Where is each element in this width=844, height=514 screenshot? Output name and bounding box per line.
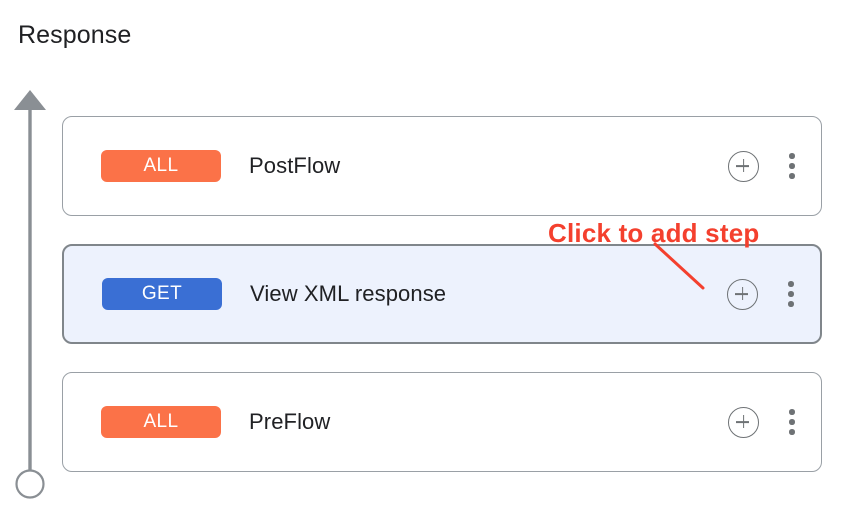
method-badge: GET <box>102 278 222 310</box>
method-badge: ALL <box>101 406 221 438</box>
more-dot <box>788 301 794 307</box>
row-actions <box>728 406 803 438</box>
more-dot <box>789 173 795 179</box>
more-dot <box>789 409 795 415</box>
more-vertical-icon[interactable] <box>781 151 803 181</box>
annotation-label: Click to add step <box>548 218 760 248</box>
up-arrow-icon <box>14 90 46 470</box>
page-title: Response <box>18 21 132 49</box>
plus-circle-icon[interactable] <box>727 278 758 310</box>
flow-name-label: View XML response <box>250 281 447 306</box>
table-row[interactable]: GET View XML response <box>62 244 822 344</box>
flow-name-label: PostFlow <box>249 153 341 178</box>
more-dot <box>789 163 795 169</box>
table-row[interactable]: ALL PostFlow <box>62 116 822 216</box>
hollow-circle-icon <box>15 469 45 499</box>
row-actions <box>728 150 803 182</box>
flow-direction-axis <box>0 80 62 514</box>
more-dot <box>789 419 795 425</box>
flow-row-list: ALL PostFlow GET View XML response ALL P… <box>62 116 824 472</box>
method-badge: ALL <box>101 150 221 182</box>
more-dot <box>789 153 795 159</box>
more-vertical-icon[interactable] <box>780 279 802 309</box>
row-actions <box>727 278 802 310</box>
more-dot <box>789 429 795 435</box>
table-row[interactable]: ALL PreFlow <box>62 372 822 472</box>
more-dot <box>788 281 794 287</box>
plus-circle-icon[interactable] <box>728 150 759 182</box>
plus-circle-icon[interactable] <box>728 406 759 438</box>
more-vertical-icon[interactable] <box>781 407 803 437</box>
flow-axis-svg <box>14 90 46 499</box>
more-dot <box>788 291 794 297</box>
flow-name-label: PreFlow <box>249 409 331 434</box>
